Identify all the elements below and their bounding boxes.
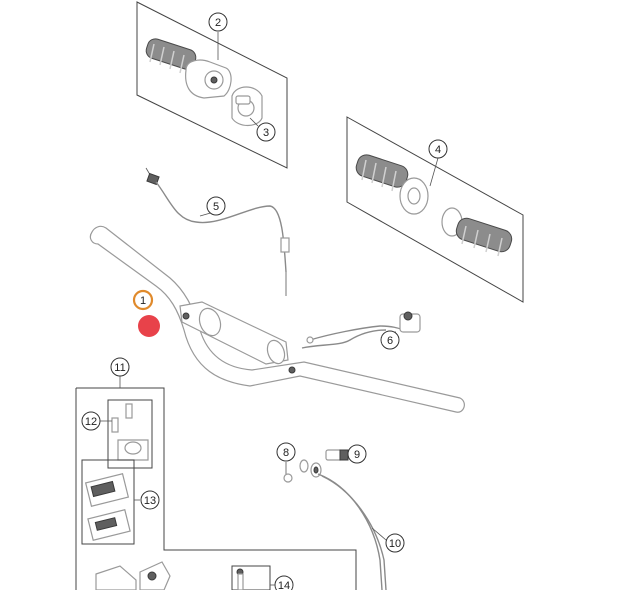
callout-1-label: 1 <box>140 295 146 307</box>
handlebar-1 <box>89 225 465 413</box>
panel-frame-4 <box>346 116 524 303</box>
grip-flange-4 <box>399 177 429 215</box>
panel-frame-2 <box>136 1 288 169</box>
callout-9[interactable]: 9 <box>347 444 367 464</box>
throttle-housing-2 <box>185 59 232 99</box>
grip-right-4 <box>441 207 513 257</box>
callout-11-label: 11 <box>114 362 125 374</box>
callout-2-label: 2 <box>215 17 221 29</box>
throttle-cover-3 <box>231 86 263 127</box>
callout-4-label: 4 <box>435 144 441 156</box>
callout-14[interactable]: 14 <box>270 575 294 590</box>
callout-14-label: 14 <box>278 580 290 590</box>
callout-12[interactable]: 12 <box>81 411 112 431</box>
callout-12-label: 12 <box>85 416 97 428</box>
callout-6-label: 6 <box>387 335 393 347</box>
fitting-parts-8 <box>283 459 322 483</box>
handlebar-crossbar-pad <box>179 301 289 365</box>
callout-10-label: 10 <box>389 538 401 550</box>
callout-10[interactable]: 10 <box>385 533 405 553</box>
callout-5-label: 5 <box>213 201 219 213</box>
clutch-cable-10 <box>317 473 387 590</box>
switch-assembly-6 <box>301 311 421 349</box>
callout-2[interactable]: 2 <box>208 12 228 32</box>
callout-11[interactable]: 11 <box>110 357 130 377</box>
callout-1[interactable]: 1 <box>132 289 154 311</box>
callout-4[interactable]: 4 <box>428 139 448 159</box>
callout-9-label: 9 <box>354 449 360 461</box>
lever-parts-bottom <box>95 561 171 590</box>
grip-kit-panel-2 <box>136 1 288 169</box>
throttle-cable-5 <box>145 167 290 296</box>
callout-13-label: 13 <box>144 495 156 507</box>
clamp-panel-12 <box>107 399 153 469</box>
grip-kit-panel-4 <box>346 116 524 303</box>
callout-8-label: 8 <box>283 447 289 459</box>
bolt-panel-14 <box>231 565 271 590</box>
master-cylinder-panel-13 <box>81 459 140 545</box>
adjuster-9 <box>325 449 349 461</box>
callout-8[interactable]: 8 <box>276 442 296 462</box>
callout-1-highlight-ring <box>132 289 154 311</box>
cursor-marker <box>138 315 160 337</box>
callout-13[interactable]: 13 <box>140 490 160 510</box>
callout-5[interactable]: 5 <box>206 196 226 216</box>
lever-group-panel-11 <box>75 376 357 590</box>
callout-3-label: 3 <box>263 127 269 139</box>
grip-left-4 <box>355 154 409 192</box>
callout-6[interactable]: 6 <box>380 330 400 350</box>
callout-3[interactable]: 3 <box>256 122 276 142</box>
